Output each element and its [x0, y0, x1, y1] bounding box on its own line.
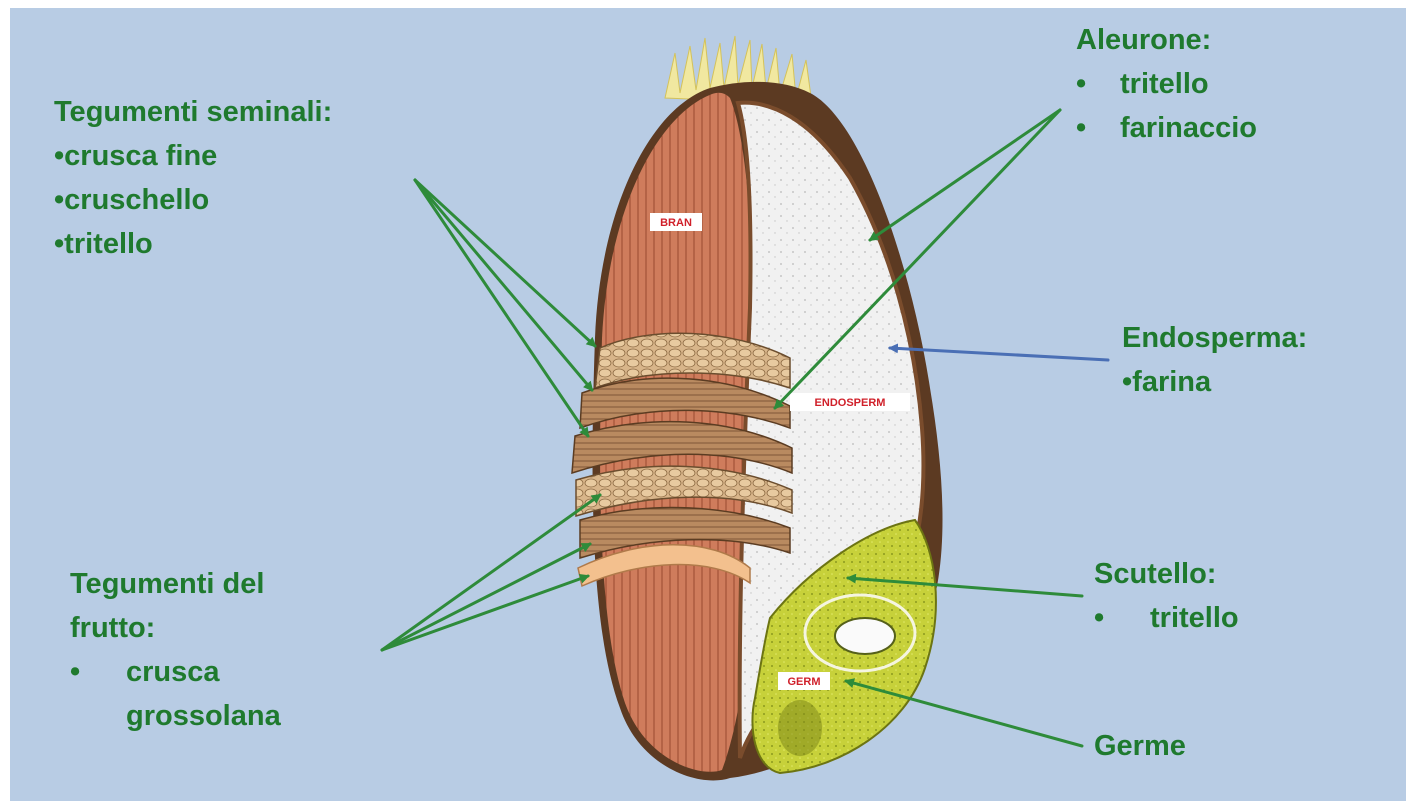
- embryo-core: [835, 618, 895, 654]
- label-endosperma-item: •farina: [1122, 360, 1307, 404]
- label-tegumenti-frutto-item: •crusca: [70, 650, 281, 694]
- diagram-canvas: BRAN ENDOSPERM GERM Tegumenti seminali: [10, 8, 1406, 801]
- bran-tag: BRAN: [650, 213, 702, 231]
- bran-tag-text: BRAN: [660, 217, 692, 229]
- label-tegumenti-frutto-title-1: Tegumenti del: [70, 562, 281, 606]
- label-aleurone: Aleurone: •tritello •farinaccio: [1076, 18, 1257, 150]
- germ-tag: GERM: [778, 672, 830, 690]
- germ-tag-text: GERM: [788, 676, 821, 688]
- label-germe-title: Germe: [1094, 724, 1186, 768]
- label-scutello: Scutello: •tritello: [1094, 552, 1239, 640]
- arrow-frutto-3: [382, 576, 588, 650]
- arrow-aleurone-1: [870, 110, 1060, 240]
- label-scutello-item: •tritello: [1094, 596, 1239, 640]
- label-aleurone-title: Aleurone:: [1076, 18, 1257, 62]
- label-tegumenti-frutto-title-2: frutto:: [70, 606, 281, 650]
- arrow-seminali-3: [415, 180, 588, 436]
- arrow-seminali-2: [415, 180, 592, 390]
- label-aleurone-item: •tritello: [1076, 62, 1257, 106]
- embryo-root: [778, 700, 822, 756]
- label-tegumenti-seminali: Tegumenti seminali: •crusca fine •crusch…: [54, 90, 332, 266]
- label-aleurone-item: •farinaccio: [1076, 106, 1257, 150]
- label-tegumenti-seminali-item: •crusca fine: [54, 134, 332, 178]
- arrow-seminali-1: [415, 180, 595, 346]
- endosperm-tag-text: ENDOSPERM: [815, 397, 886, 409]
- label-tegumenti-frutto-item-cont: grossolana: [70, 694, 281, 738]
- label-scutello-title: Scutello:: [1094, 552, 1239, 596]
- label-endosperma: Endosperma: •farina: [1122, 316, 1307, 404]
- arrow-frutto-2: [382, 544, 590, 650]
- label-tegumenti-seminali-title: Tegumenti seminali:: [54, 90, 332, 134]
- label-endosperma-title: Endosperma:: [1122, 316, 1307, 360]
- arrow-frutto-1: [382, 495, 600, 650]
- endosperm-tag: ENDOSPERM: [790, 393, 910, 411]
- label-tegumenti-frutto: Tegumenti del frutto: •crusca grossolana: [70, 562, 281, 738]
- label-tegumenti-seminali-item: •cruschello: [54, 178, 332, 222]
- label-germe: Germe: [1094, 724, 1186, 768]
- label-tegumenti-seminali-item: •tritello: [54, 222, 332, 266]
